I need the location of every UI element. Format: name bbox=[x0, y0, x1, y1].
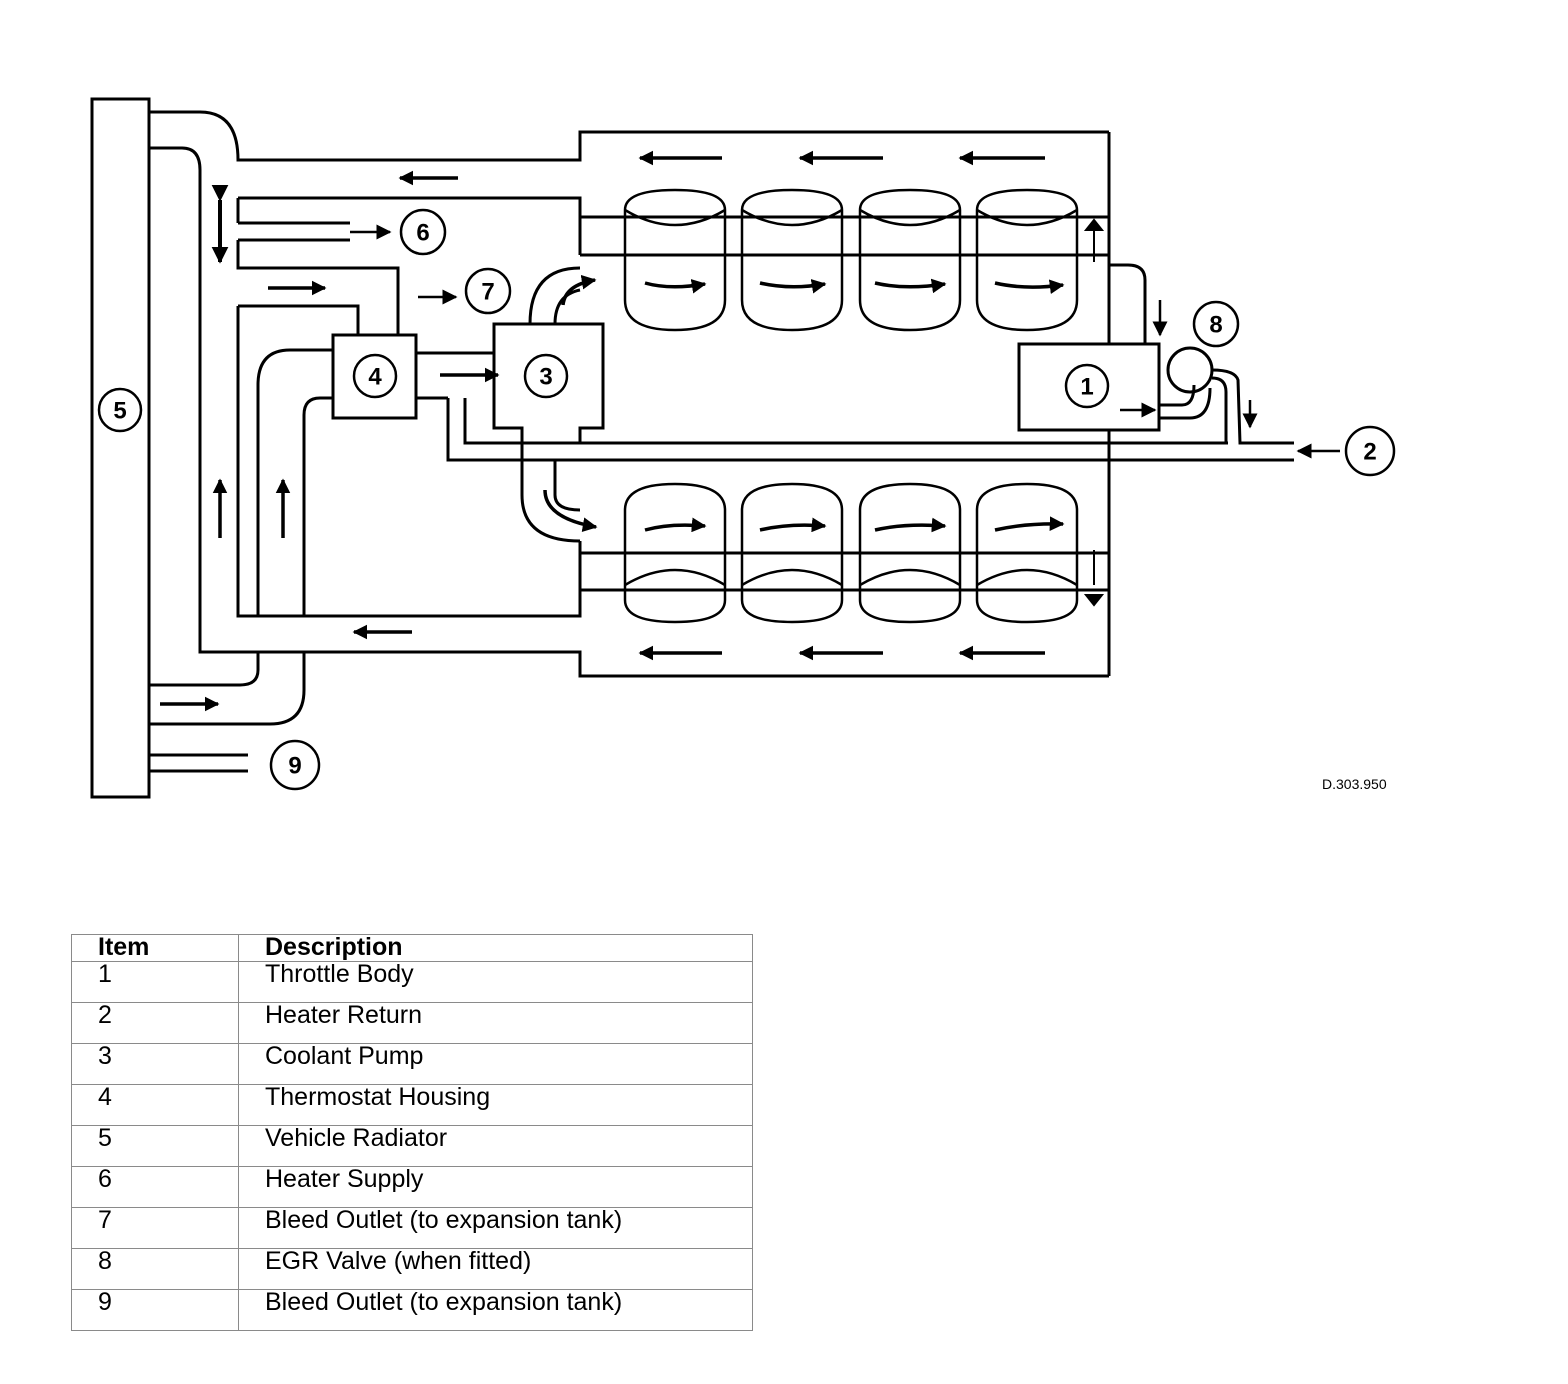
upper-bank-cylinders bbox=[623, 188, 1079, 332]
callout-8-label: 8 bbox=[1209, 312, 1222, 339]
throttle-body-box bbox=[1017, 342, 1161, 432]
callout-3-label: 3 bbox=[539, 364, 552, 391]
callout-1-circle bbox=[1064, 363, 1110, 409]
legend-header-description: Description bbox=[238, 934, 753, 962]
reference-code: D.303.950 bbox=[1322, 776, 1387, 792]
item-description: Heater Supply bbox=[238, 1166, 753, 1208]
egr-valve-body bbox=[1166, 346, 1214, 394]
item-description: Throttle Body bbox=[238, 961, 753, 1003]
item-description: EGR Valve (when fitted) bbox=[238, 1248, 753, 1290]
item-number: 5 bbox=[71, 1125, 239, 1167]
item-number: 9 bbox=[71, 1289, 239, 1331]
item-description: Bleed Outlet (to expansion tank) bbox=[238, 1289, 753, 1331]
legend-header-item: Item bbox=[71, 934, 239, 962]
callout-2-label: 2 bbox=[1363, 439, 1376, 466]
item-number: 3 bbox=[71, 1043, 239, 1085]
callout-1-label: 1 bbox=[1080, 374, 1093, 401]
callout-9-label: 9 bbox=[288, 753, 301, 780]
callout-7-circle bbox=[464, 267, 512, 315]
item-number: 4 bbox=[71, 1084, 239, 1126]
callout-5-circle bbox=[97, 387, 143, 433]
item-number: 6 bbox=[71, 1166, 239, 1208]
top-hose-outer bbox=[149, 110, 1109, 162]
flow-arrows bbox=[160, 150, 1065, 712]
item-description: Bleed Outlet (to expansion tank) bbox=[238, 1207, 753, 1249]
item-number: 8 bbox=[71, 1248, 239, 1290]
item-description: Vehicle Radiator bbox=[238, 1125, 753, 1167]
callout-4-label: 4 bbox=[368, 364, 382, 391]
callout-6-circle bbox=[399, 208, 447, 256]
callout-5-label: 5 bbox=[113, 398, 126, 425]
item-description: Heater Return bbox=[238, 1002, 753, 1044]
coolant-flow-diagram: 5 6 7 4 3 1 8 2 9 D.303.950 bbox=[90, 97, 1396, 799]
radiator-body bbox=[90, 97, 151, 799]
item-description: Thermostat Housing bbox=[238, 1084, 753, 1126]
callout-8-circle bbox=[1192, 300, 1240, 348]
bypass-box bbox=[236, 196, 582, 618]
callout-4-circle bbox=[352, 353, 398, 399]
callout-7-label: 7 bbox=[481, 279, 494, 306]
callout-3-circle bbox=[523, 353, 569, 399]
thermostat-housing-box bbox=[331, 333, 418, 420]
item-number: 2 bbox=[71, 1002, 239, 1044]
item-description: Coolant Pump bbox=[238, 1043, 753, 1085]
top-hose-inner bbox=[149, 146, 1109, 678]
callout-9-circle bbox=[269, 739, 321, 791]
item-number: 7 bbox=[71, 1207, 239, 1249]
legend-header-row: Item Description bbox=[71, 934, 753, 962]
callout-2-circle bbox=[1344, 425, 1396, 477]
item-number: 1 bbox=[71, 961, 239, 1003]
callout-6-label: 6 bbox=[416, 220, 429, 247]
coolant-pump-body bbox=[492, 322, 605, 460]
lower-bank-cylinders bbox=[623, 482, 1079, 624]
